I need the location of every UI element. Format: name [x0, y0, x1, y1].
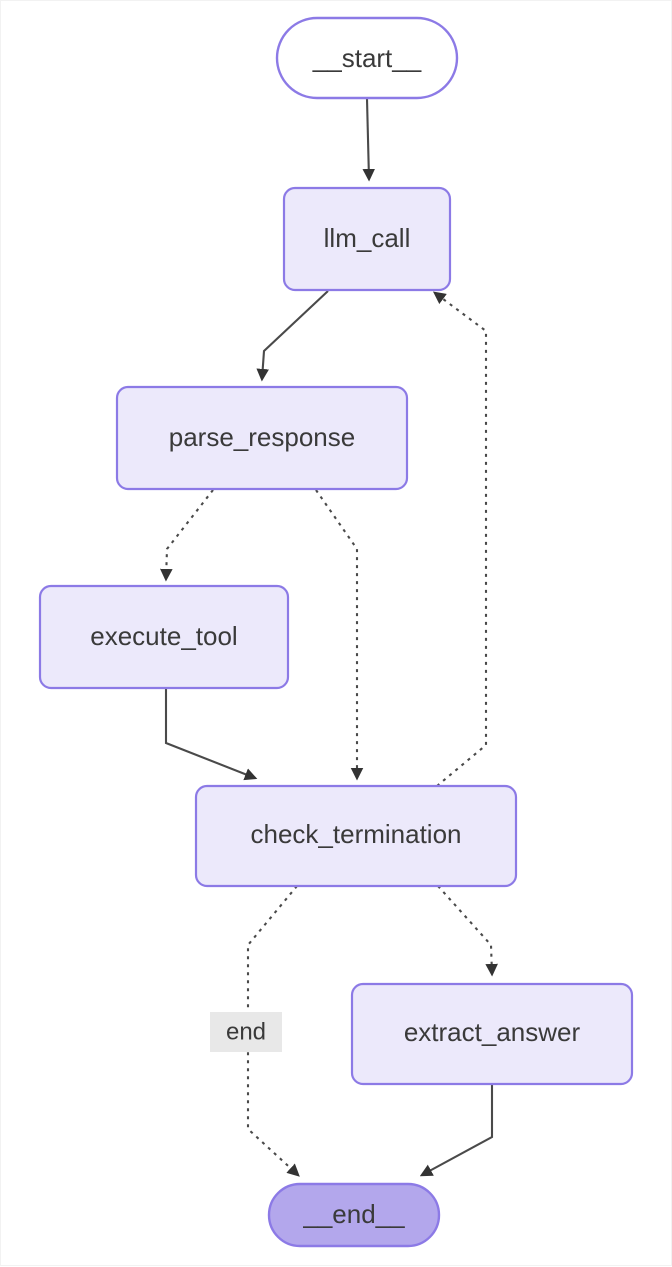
edge-execute_tool-to-check_termination — [164, 689, 258, 781]
node-parse_response-shape[interactable] — [115, 385, 409, 491]
edge-parse_response-to-execute_tool — [160, 489, 214, 582]
edge-label-end-background — [210, 1012, 282, 1052]
edge-parse_response-to-check_termination — [315, 489, 364, 781]
node-execute_tool-label: execute_tool — [90, 621, 237, 651]
edge-labels-layer: end — [210, 1012, 282, 1052]
node-llm_call-shape[interactable] — [282, 186, 452, 292]
edge-start-to-llm_call — [362, 98, 376, 182]
node-extract_answer-label: extract_answer — [404, 1017, 581, 1047]
node-llm_call-label: llm_call — [324, 223, 411, 253]
node-parse_response[interactable]: parse_response — [115, 385, 409, 491]
node-parse_response-label: parse_response — [169, 422, 355, 452]
edge-extract_answer-to-end — [419, 1085, 494, 1177]
node-end-label: __end__ — [302, 1199, 405, 1229]
edge-llm_call-to-parse_response — [256, 290, 329, 382]
edge-label-end-text: end — [226, 1018, 266, 1045]
node-execute_tool-shape[interactable] — [38, 584, 290, 690]
node-extract_answer[interactable]: extract_answer — [350, 982, 634, 1086]
node-check_termination-shape[interactable] — [194, 784, 518, 888]
node-llm_call[interactable]: llm_call — [282, 186, 452, 292]
nodes-layer: __start__ llm_call parse_response execut… — [38, 16, 634, 1248]
edge-label-end: end — [210, 1012, 282, 1052]
node-execute_tool[interactable]: execute_tool — [38, 584, 290, 690]
node-end[interactable]: __end__ — [267, 1182, 441, 1248]
node-check_termination-label: check_termination — [251, 819, 462, 849]
node-start-shape[interactable] — [275, 16, 459, 100]
node-start-label: __start__ — [312, 43, 422, 73]
edge-check_termination-to-llm_call — [432, 291, 488, 787]
edge-check_termination-to-extract_answer — [437, 885, 498, 977]
node-start[interactable]: __start__ — [275, 16, 459, 100]
node-extract_answer-shape[interactable] — [350, 982, 634, 1086]
node-check_termination[interactable]: check_termination — [194, 784, 518, 888]
node-end-shape[interactable] — [267, 1182, 441, 1248]
